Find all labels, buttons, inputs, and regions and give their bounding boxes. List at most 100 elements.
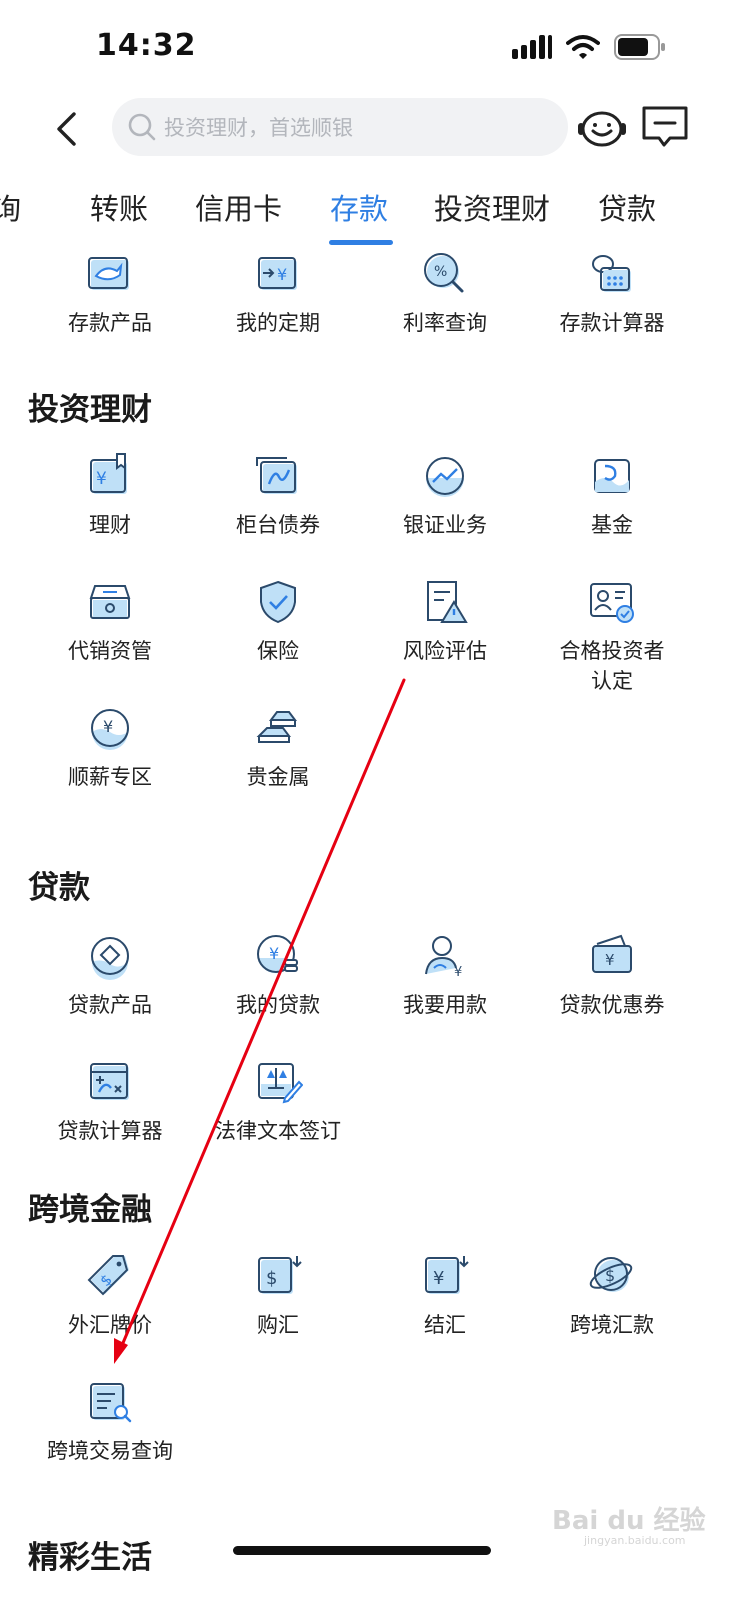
- sell-forex-button[interactable]: ¥ 结汇: [361, 1252, 529, 1340]
- sell-forex-label: 结汇: [424, 1313, 466, 1337]
- tab-loan[interactable]: 贷款: [598, 192, 657, 226]
- my-fixed-deposit-button[interactable]: ¥ 我的定期: [194, 250, 362, 338]
- yuan-bookmark-icon: ¥: [90, 453, 127, 494]
- section-title-crossborder: 跨境金融: [28, 1192, 152, 1228]
- tab-query[interactable]: 询: [0, 192, 22, 226]
- forex-rates-label: 外汇牌价: [68, 1313, 152, 1337]
- bond-icon: [256, 457, 297, 494]
- trend-circle-icon: [426, 457, 464, 497]
- wifi-icon: [566, 35, 600, 59]
- svg-text:¥: ¥: [96, 469, 107, 489]
- cross-border-remittance-label: 跨境汇款: [570, 1313, 654, 1337]
- shield-check-icon: [260, 580, 296, 624]
- legal-sign-icon: [258, 1063, 303, 1104]
- back-button[interactable]: [46, 104, 86, 154]
- cross-border-remittance-button[interactable]: $ 跨境汇款: [528, 1252, 696, 1340]
- loan-coupon-button[interactable]: ¥ 贷款优惠券: [528, 932, 696, 1020]
- coupon-wallet-icon: ¥: [592, 934, 632, 973]
- section-title-loan: 贷款: [28, 870, 90, 906]
- insurance-button[interactable]: 保险: [194, 578, 362, 666]
- yuan-doc-icon: ¥: [425, 1256, 469, 1294]
- search-input[interactable]: 投资理财，首选顺银: [112, 98, 568, 156]
- svg-text:¥: ¥: [103, 717, 113, 736]
- counter-bonds-button[interactable]: 柜台债券: [194, 452, 362, 540]
- rate-query-button[interactable]: % 利率查询: [361, 250, 529, 338]
- deposit-calculator-label: 存款计算器: [559, 311, 665, 335]
- dollar-doc-icon: $: [258, 1256, 302, 1294]
- cross-border-transaction-query-button[interactable]: 跨境交易查询: [26, 1378, 194, 1466]
- wealth-management-label: 理财: [89, 513, 131, 537]
- loan-calculator-button[interactable]: 贷款计算器: [26, 1058, 194, 1146]
- legal-document-signing-label: 法律文本签订: [215, 1119, 341, 1143]
- use-funds-button[interactable]: ¥ 我要用款: [361, 932, 529, 1020]
- forex-rates-button[interactable]: $ 外汇牌价: [26, 1252, 194, 1340]
- search-icon: [128, 113, 156, 141]
- cross-border-transaction-query-label: 跨境交易查询: [47, 1439, 173, 1463]
- insurance-label: 保险: [257, 639, 299, 663]
- battery-icon: [614, 34, 665, 60]
- tab-deposit[interactable]: 存款: [330, 192, 389, 226]
- risk-assessment-label: 风险评估: [403, 639, 487, 663]
- deposit-calculator-button[interactable]: 存款计算器: [528, 250, 696, 338]
- cellular-signal-icon: [512, 35, 552, 59]
- user-yuan-icon: ¥: [425, 936, 462, 980]
- salary-zone-button[interactable]: ¥ 顺薪专区: [26, 704, 194, 792]
- whale-card-icon: [88, 257, 129, 290]
- percent-search-icon: %: [424, 253, 464, 293]
- tab-transfer[interactable]: 转账: [90, 192, 149, 226]
- deposit-products-button[interactable]: 存款产品: [26, 250, 194, 338]
- bank-securities-button[interactable]: 银证业务: [361, 452, 529, 540]
- qualified-investor-label: 合格投资者: [559, 639, 665, 663]
- precious-metals-button[interactable]: 贵金属: [194, 704, 362, 792]
- diamond-coin-icon: [91, 937, 129, 980]
- baidu-watermark: Bai du 经验: [552, 1506, 706, 1536]
- loan-coupon-label: 贷款优惠券: [559, 993, 665, 1017]
- tab-investment[interactable]: 投资理财: [434, 192, 551, 226]
- tab-credit-card[interactable]: 信用卡: [195, 192, 283, 226]
- fund-wave-icon: [594, 459, 630, 493]
- svg-text:$: $: [605, 1266, 615, 1285]
- qualified-investor-label-line2: 认定: [591, 669, 633, 693]
- dollar-planet-icon: $: [589, 1257, 633, 1292]
- message-icon: [642, 106, 688, 147]
- status-time: 14:32: [96, 28, 197, 63]
- wealth-management-button[interactable]: ¥ 理财: [26, 452, 194, 540]
- loan-products-button[interactable]: 贷款产品: [26, 932, 194, 1020]
- section-title-life: 精彩生活: [28, 1540, 152, 1576]
- fund-button[interactable]: 基金: [528, 452, 696, 540]
- chevron-left-icon: [57, 112, 76, 146]
- doc-search-icon: [90, 1383, 132, 1423]
- yuan-coin-stack-icon: ¥: [257, 935, 298, 974]
- svg-text:¥: ¥: [605, 951, 615, 969]
- top-bar: 投资理财，首选顺银: [0, 96, 738, 160]
- active-tab-indicator: [329, 240, 393, 245]
- agency-asset-management-button[interactable]: 代销资管: [26, 578, 194, 666]
- message-button[interactable]: [640, 104, 690, 152]
- qualified-investor-button[interactable]: 合格投资者 认定: [528, 578, 696, 696]
- buy-forex-button[interactable]: $ 购汇: [194, 1252, 362, 1340]
- use-funds-label: 我要用款: [403, 993, 487, 1017]
- loan-calculator-label: 贷款计算器: [57, 1119, 163, 1143]
- section-title-investment: 投资理财: [28, 392, 152, 428]
- dollar-tag-icon: $: [87, 1255, 129, 1296]
- salary-zone-label: 顺薪专区: [68, 765, 152, 789]
- assistant-button[interactable]: [576, 104, 628, 152]
- fund-label: 基金: [591, 513, 633, 537]
- deposit-products-label: 存款产品: [68, 311, 152, 335]
- calculator-icon: [90, 1063, 129, 1100]
- my-loans-button[interactable]: ¥ 我的贷款: [194, 932, 362, 1020]
- my-loans-label: 我的贷款: [236, 993, 320, 1017]
- my-fixed-deposit-label: 我的定期: [236, 311, 320, 335]
- home-indicator[interactable]: [233, 1546, 491, 1555]
- svg-text:¥: ¥: [433, 1268, 444, 1289]
- baidu-watermark-url: jingyan.baidu.com: [584, 1534, 686, 1547]
- risk-assessment-button[interactable]: 风险评估: [361, 578, 529, 666]
- arrow-yuan-icon: ¥: [258, 257, 297, 290]
- id-card-check-icon: [590, 583, 634, 623]
- risk-warning-icon: [427, 581, 468, 623]
- loan-products-label: 贷款产品: [68, 993, 152, 1017]
- legal-document-signing-button[interactable]: 法律文本签订: [194, 1058, 362, 1146]
- agency-asset-management-label: 代销资管: [68, 639, 152, 663]
- precious-metals-label: 贵金属: [246, 765, 310, 789]
- svg-text:%: %: [434, 264, 447, 280]
